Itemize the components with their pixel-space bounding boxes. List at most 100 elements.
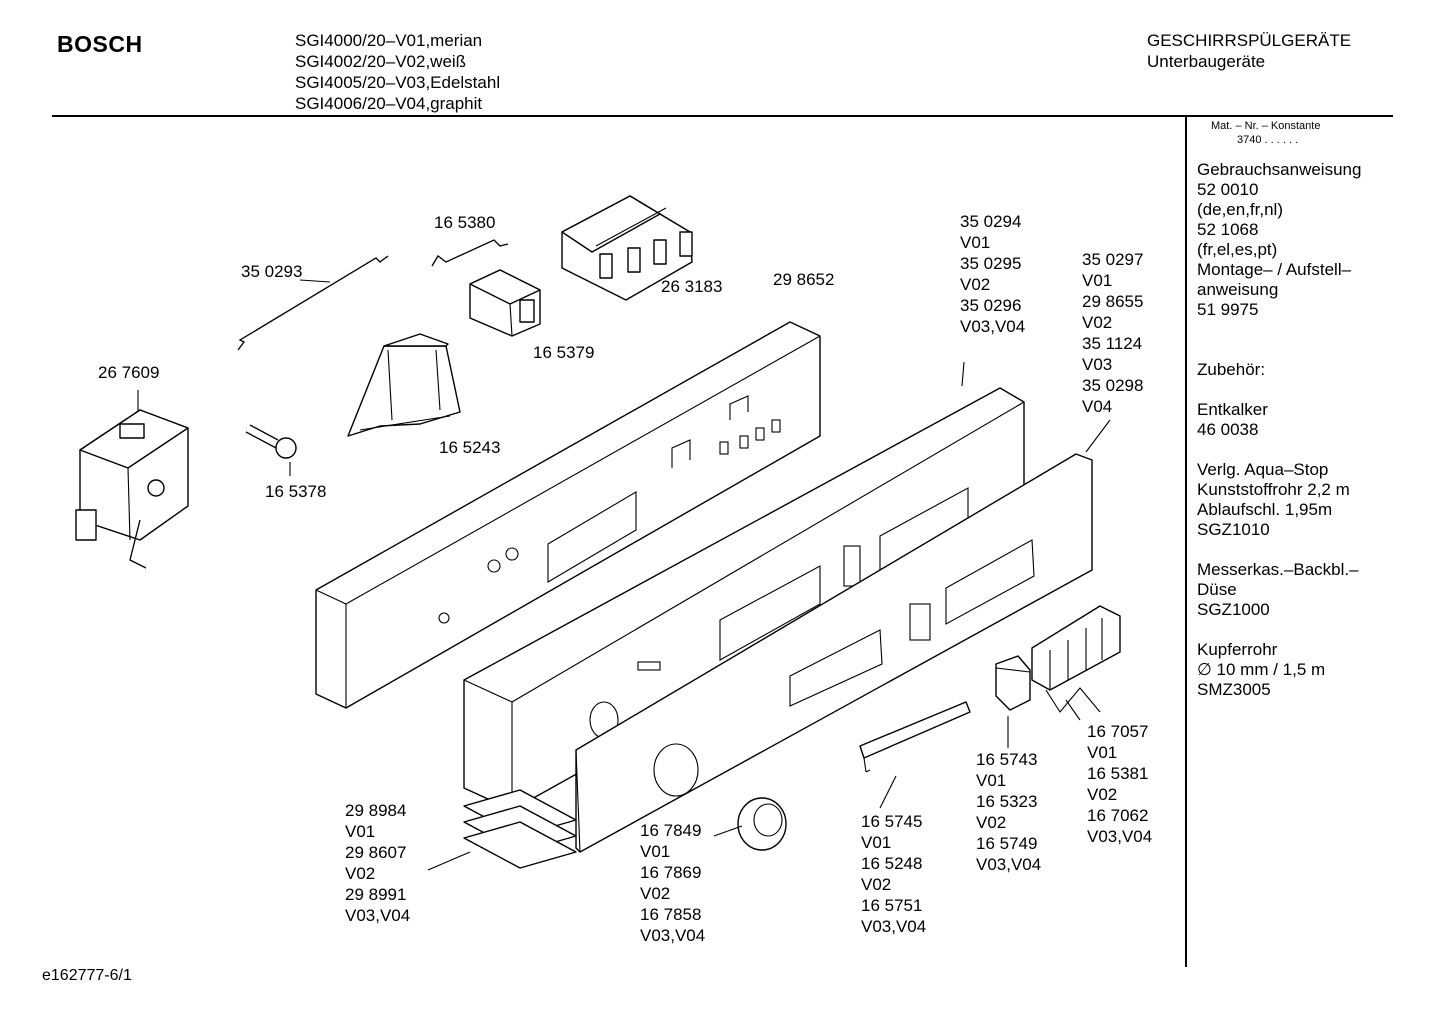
model-line: SGI4006/20–V04,graphit (295, 94, 483, 113)
sidebar-line: 52 0010 (1197, 180, 1259, 199)
sidebar-line: anweisung (1197, 280, 1279, 299)
sidebar-line: SGZ1010 (1197, 520, 1270, 539)
part-label-line: 35 0293 (241, 262, 303, 281)
back-panel-part (315, 321, 821, 709)
model-line: SGI4002/20–V02,weiß (295, 52, 467, 71)
leader-lines (137, 361, 1111, 871)
part-label-line: V01 (1087, 743, 1118, 762)
part-label-line: V02 (960, 275, 991, 294)
part-label-26-3183: 26 3183 (661, 276, 722, 297)
part-label-line: 16 5243 (439, 438, 501, 457)
part-label-line: V01 (1082, 271, 1113, 290)
part-label-line: V03,V04 (345, 906, 411, 925)
constant-label: Mat. – Nr. – Konstante (1211, 120, 1321, 132)
category-subtitle: Unterbaugeräte (1147, 52, 1266, 71)
sidebar-line: Kunststoffrohr 2,2 m (1197, 480, 1350, 499)
part-label-line: V02 (640, 884, 671, 903)
part-label-line: 16 5745 (861, 812, 923, 831)
selector-knob-part (737, 797, 787, 851)
model-line: SGI4005/20–V03,Edelstahl (295, 73, 501, 92)
part-label-line: V03,V04 (861, 917, 927, 936)
part-label-line: 16 5248 (861, 854, 923, 873)
part-label-16-5379: 16 5379 (533, 342, 594, 363)
part-label-line: 16 5749 (976, 834, 1038, 853)
part-label-line: 29 8655 (1082, 292, 1144, 311)
drawing-reference: e162777-6/1 (42, 967, 132, 984)
sidebar-line: (fr,el,es,pt) (1197, 240, 1278, 259)
part-label-line: 35 0296 (960, 296, 1022, 315)
part-label-26-7609: 26 7609 (98, 362, 159, 383)
part-label-29-8652: 29 8652 (773, 269, 834, 290)
sidebar-block: Verlg. Aqua–Stop Kunststoffrohr 2,2 m Ab… (1197, 460, 1361, 540)
sidebar-block: Zubehör: (1197, 340, 1361, 380)
part-label-line: 26 3183 (661, 277, 723, 296)
sidebar-line: Düse (1197, 580, 1237, 599)
accessory-list: Gebrauchsanweisung 52 0010 (de,en,fr,nl)… (1197, 160, 1361, 720)
sidebar-line: 51 9975 (1197, 300, 1259, 319)
part-label-35-0293: 35 0293 (241, 261, 302, 282)
part-label-line: V02 (1082, 313, 1113, 332)
part-label-line: 35 0295 (960, 254, 1022, 273)
part-label-line: 35 0294 (960, 212, 1022, 231)
part-label-line: 16 5381 (1087, 764, 1149, 783)
constant-value: 3740 . . . . . . (1237, 134, 1299, 146)
part-label-16-5380: 16 5380 (434, 212, 495, 233)
part-label-line: 29 8652 (773, 270, 835, 289)
sidebar-line: Zubehör: (1197, 360, 1266, 379)
part-label-line: 29 8984 (345, 801, 407, 820)
sidebar-line: Ablaufschl. 1,95m (1197, 500, 1333, 519)
part-label-16-5243: 16 5243 (439, 437, 500, 458)
sidebar-line: ∅ 10 mm / 1,5 m (1197, 660, 1326, 679)
part-label-line: V01 (345, 822, 376, 841)
part-label-line: 26 7609 (98, 363, 160, 382)
model-list: SGI4000/20–V01,merian SGI4002/20–V02,wei… (295, 30, 500, 114)
part-label-line: V03,V04 (960, 317, 1026, 336)
part-label-line: 16 7062 (1087, 806, 1149, 825)
part-label-line: 35 1124 (1082, 334, 1143, 353)
cover-panel-part (575, 453, 1093, 853)
button-group-part (1031, 605, 1121, 691)
part-label-35-0297: 35 0297 V01 29 8655 V02 35 1124 V03 35 0… (1082, 249, 1143, 417)
sidebar-line: SGZ1000 (1197, 600, 1270, 619)
sidebar-line: 46 0038 (1197, 420, 1259, 439)
part-label-35-0294: 35 0294 V01 35 0295 V02 35 0296 V03,V04 (960, 211, 1025, 337)
sidebar-line: Montage– / Aufstell– (1197, 260, 1352, 279)
part-label-line: V02 (1087, 785, 1118, 804)
part-label-line: 35 0297 (1082, 250, 1144, 269)
part-label-line: 16 5379 (533, 343, 595, 362)
part-label-line: V02 (861, 875, 892, 894)
spring-clip-part (431, 239, 509, 267)
part-label-16-5745: 16 5745 V01 16 5248 V02 16 5751 V03,V04 (861, 811, 926, 937)
part-label-line: 16 7057 (1087, 722, 1149, 741)
part-label-line: 16 5751 (861, 896, 923, 915)
wire-bracket-part (237, 255, 389, 351)
sidebar-divider (1185, 117, 1187, 967)
header-rule (52, 115, 1393, 117)
part-label-line: V03,V04 (640, 926, 706, 945)
part-label-line: V02 (345, 864, 376, 883)
panel-seal-part (463, 789, 577, 869)
part-label-line: V01 (960, 233, 991, 252)
part-label-line: V01 (640, 842, 671, 861)
part-label-line: 29 8607 (345, 843, 407, 862)
part-label-line: 16 5380 (434, 213, 496, 232)
switch-housing-part (469, 269, 541, 337)
sidebar-block: Kupferrohr ∅ 10 mm / 1,5 m SMZ3005 (1197, 640, 1361, 700)
part-label-16-7057: 16 7057 V01 16 5381 V02 16 7062 V03,V04 (1087, 721, 1152, 847)
category-title: GESCHIRRSPÜLGERÄTE (1147, 31, 1352, 50)
part-label-line: V01 (976, 771, 1007, 790)
part-label-line: V03,V04 (976, 855, 1042, 874)
sidebar-line: Verlg. Aqua–Stop (1197, 460, 1329, 479)
part-label-line: 16 7869 (640, 863, 702, 882)
part-label-line: 16 5323 (976, 792, 1038, 811)
sidebar-line: Messerkas.–Backbl.– (1197, 560, 1359, 579)
material-constant: Mat. – Nr. – Konstante 3740 . . . . . . (1211, 119, 1320, 147)
indicator-lamp-part (245, 424, 297, 459)
sidebar-block: Messerkas.–Backbl.– Düse SGZ1000 (1197, 560, 1361, 620)
part-label-line: V01 (861, 833, 892, 852)
part-label-29-8984: 29 8984 V01 29 8607 V02 29 8991 V03,V04 (345, 800, 410, 926)
category-heading: GESCHIRRSPÜLGERÄTE Unterbaugeräte (1147, 30, 1351, 72)
part-label-16-5743: 16 5743 V01 16 5323 V02 16 5749 V03,V04 (976, 749, 1041, 875)
single-button-part (995, 655, 1031, 711)
part-label-line: V02 (976, 813, 1007, 832)
